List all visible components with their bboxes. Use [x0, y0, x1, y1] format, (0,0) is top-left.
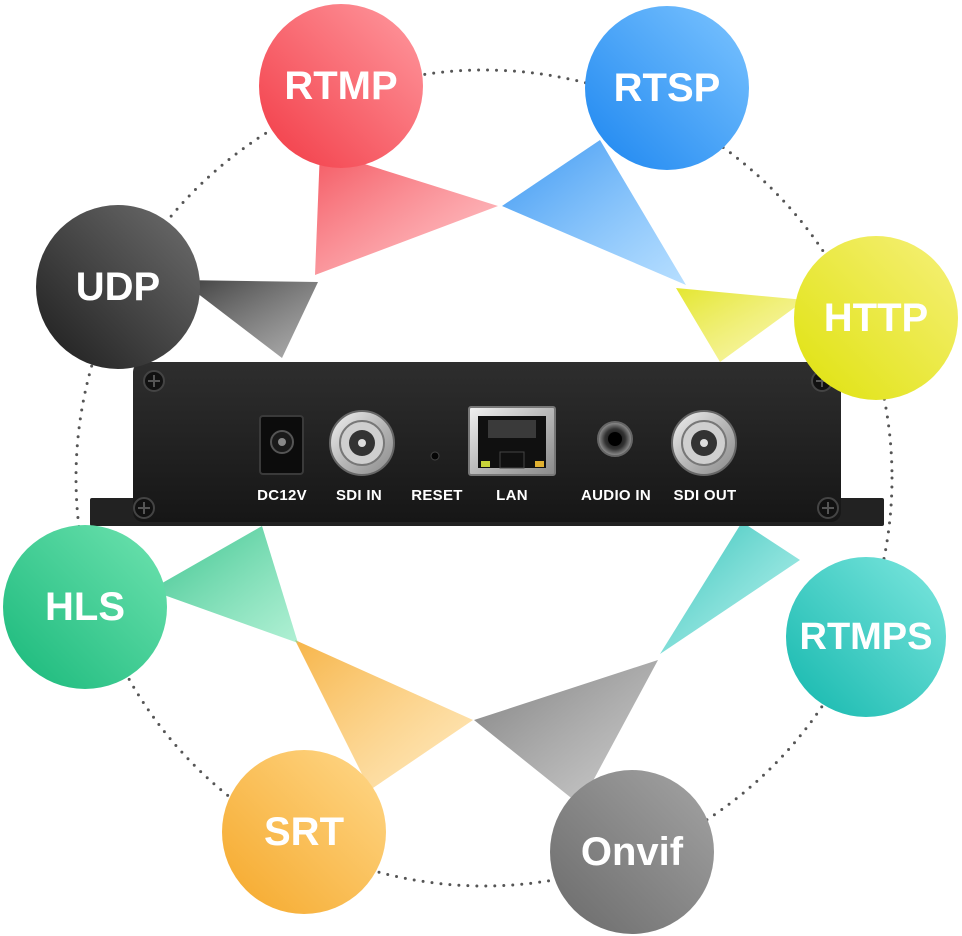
- protocol-circle-http: [794, 236, 958, 400]
- wedge-http: [676, 288, 805, 362]
- screw-icon: [817, 497, 839, 519]
- dc-power-jack-icon: [259, 415, 304, 475]
- protocol-wedges: [150, 140, 805, 805]
- port-label-dc12v: DC12V: [257, 487, 307, 504]
- wedge-rtsp: [502, 140, 686, 285]
- screw-icon: [133, 497, 155, 519]
- wedge-udp: [180, 280, 318, 358]
- protocol-bubble-http: HTTP: [794, 236, 958, 400]
- protocol-circle-rtmps: [786, 557, 946, 717]
- protocol-bubble-rtsp: RTSP: [585, 6, 749, 170]
- protocol-bubble-udp: UDP: [36, 205, 200, 369]
- port-label-sdi-out: SDI OUT: [674, 487, 737, 504]
- screw-icon: [143, 370, 165, 392]
- protocol-bubble-rtmps: RTMPS: [786, 557, 946, 717]
- reset-hole-icon: [430, 451, 440, 461]
- wedge-rtmps: [660, 522, 800, 654]
- wedge-rtmp: [315, 150, 498, 275]
- protocol-bubble-srt: SRT: [222, 750, 386, 914]
- protocol-circle-rtsp: [585, 6, 749, 170]
- port-label-reset: RESET: [411, 487, 463, 504]
- protocol-circle-rtmp: [259, 4, 423, 168]
- protocol-label-rtmps: RTMPS: [800, 616, 933, 658]
- port-label-audio-in: AUDIO IN: [581, 487, 651, 504]
- protocol-label-udp: UDP: [76, 265, 160, 309]
- port-label-lan: LAN: [496, 487, 528, 504]
- sdi-out-connector-icon: [671, 410, 737, 476]
- protocol-label-rtmp: RTMP: [284, 64, 397, 108]
- protocol-circle-onvif: [550, 770, 714, 934]
- protocol-bubble-hls: HLS: [3, 525, 167, 689]
- protocol-label-rtsp: RTSP: [614, 66, 721, 110]
- encoder-device: DC12V SDI IN RESET LAN AUDIO IN SDI OUT: [90, 362, 884, 526]
- protocol-label-srt: SRT: [264, 810, 344, 854]
- audio-in-jack-icon: [597, 421, 633, 457]
- sdi-in-connector-icon: [329, 410, 395, 476]
- protocol-circle-srt: [222, 750, 386, 914]
- port-label-sdi-in: SDI IN: [336, 487, 382, 504]
- protocol-bubble-rtmp: RTMP: [259, 4, 423, 168]
- protocol-circle-udp: [36, 205, 200, 369]
- protocol-label-hls: HLS: [45, 585, 125, 629]
- protocol-label-onvif: Onvif: [581, 830, 684, 874]
- lan-port-icon: [468, 406, 556, 476]
- dotted-ring: [74, 68, 894, 888]
- protocol-circle-hls: [3, 525, 167, 689]
- protocol-bubbles: RTMP RTSP HTTP RTMPS Onvif SRT HLS UDP: [3, 4, 958, 934]
- wedge-onvif: [474, 660, 658, 805]
- protocol-label-http: HTTP: [824, 296, 928, 340]
- wedge-srt: [295, 640, 473, 790]
- wedge-hls: [150, 526, 298, 643]
- protocol-bubble-onvif: Onvif: [550, 770, 714, 934]
